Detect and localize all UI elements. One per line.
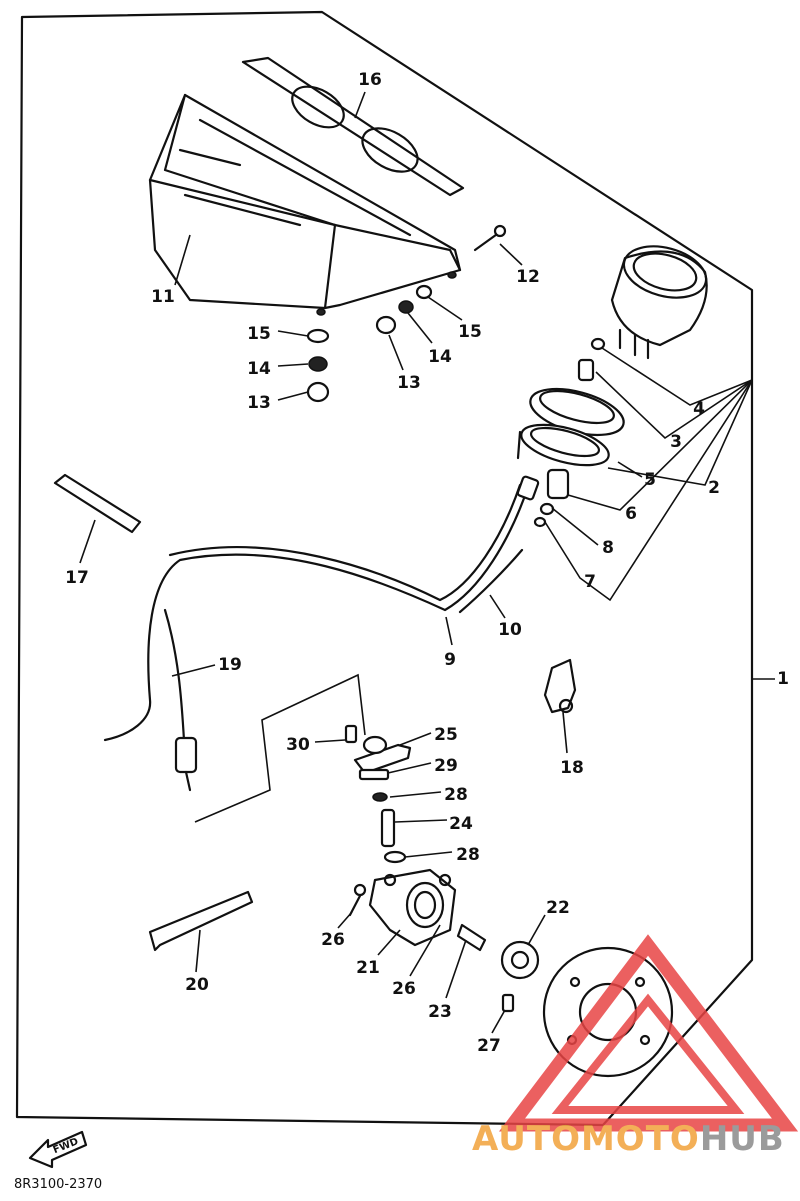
callout-14: 14 — [247, 359, 271, 379]
part-11-meter-cover — [148, 93, 462, 316]
callout-17: 17 — [65, 568, 89, 588]
parts-2-5-rings — [516, 387, 625, 467]
callout-9: 9 — [444, 650, 456, 670]
parts-3-4-bulb-sockets — [577, 337, 606, 382]
part-23-worm — [456, 923, 487, 952]
parts-7-8-small-washers — [533, 502, 555, 528]
parts-13-15-left-stack — [306, 328, 330, 403]
callout-2: 2 — [708, 478, 720, 498]
callout-7: 7 — [584, 572, 596, 592]
part-12-bolt — [473, 224, 507, 252]
drawing-code: 8R3100-2370 — [14, 1177, 102, 1192]
callout-19: 19 — [218, 655, 242, 675]
callout-29: 29 — [434, 756, 458, 776]
part-26-bolts — [348, 883, 367, 917]
callout-30: 30 — [286, 735, 310, 755]
callout-14: 14 — [428, 347, 452, 367]
watermark-triangle-icon — [498, 934, 799, 1132]
drive-gear-outline — [194, 673, 366, 823]
callout-27: 27 — [477, 1036, 501, 1056]
watermark-brand: AUTOMOTOHUB — [472, 1119, 785, 1159]
callout-23: 23 — [428, 1002, 452, 1022]
callout-24: 24 — [449, 814, 473, 834]
parts-9-10-cables — [103, 475, 540, 792]
parts-13-15-right-stack — [375, 284, 433, 335]
watermark: AUTOMOTOHUB — [472, 934, 799, 1159]
part-18-clamp — [543, 658, 577, 714]
callout-20: 20 — [185, 975, 209, 995]
callout-16: 16 — [358, 70, 382, 90]
watermark-brand-part2: HUB — [700, 1119, 785, 1159]
callout-11: 11 — [151, 287, 175, 307]
callout-22: 22 — [546, 898, 570, 918]
callout-6: 6 — [625, 504, 637, 524]
callout-15: 15 — [458, 322, 482, 342]
callout-13: 13 — [397, 373, 421, 393]
callout-28: 28 — [456, 845, 480, 865]
callout-26: 26 — [392, 979, 416, 999]
part-21-housing — [368, 868, 457, 947]
callout-26: 26 — [321, 930, 345, 950]
callout-25: 25 — [434, 725, 458, 745]
callout-18: 18 — [560, 758, 584, 778]
callout-12: 12 — [516, 267, 540, 287]
callout-3: 3 — [670, 432, 682, 452]
part-22-gear — [500, 940, 540, 980]
part-27-pin — [501, 993, 515, 1013]
parts-24-30-drive-stack — [344, 724, 412, 864]
callout-1: 1 — [777, 669, 789, 689]
fwd-arrow: FWD — [28, 1130, 88, 1169]
speedometer-head — [610, 245, 708, 360]
callout-4: 4 — [693, 399, 705, 419]
callout-10: 10 — [498, 620, 522, 640]
part-16-gasket — [241, 56, 465, 197]
callout-28: 28 — [444, 785, 468, 805]
part-20-bracket — [148, 890, 254, 952]
diagram-frame — [15, 10, 754, 1127]
part-17-rod — [53, 473, 142, 534]
watermark-triangle-inner-icon — [551, 993, 745, 1114]
watermark-brand-part1: AUTOMOTO — [472, 1119, 700, 1159]
part-6-grommet — [546, 468, 570, 500]
leader-lines — [79, 91, 775, 1034]
callout-15: 15 — [247, 324, 271, 344]
callout-5: 5 — [644, 470, 656, 490]
callout-8: 8 — [602, 538, 614, 558]
callout-13: 13 — [247, 393, 271, 413]
callout-21: 21 — [356, 958, 380, 978]
